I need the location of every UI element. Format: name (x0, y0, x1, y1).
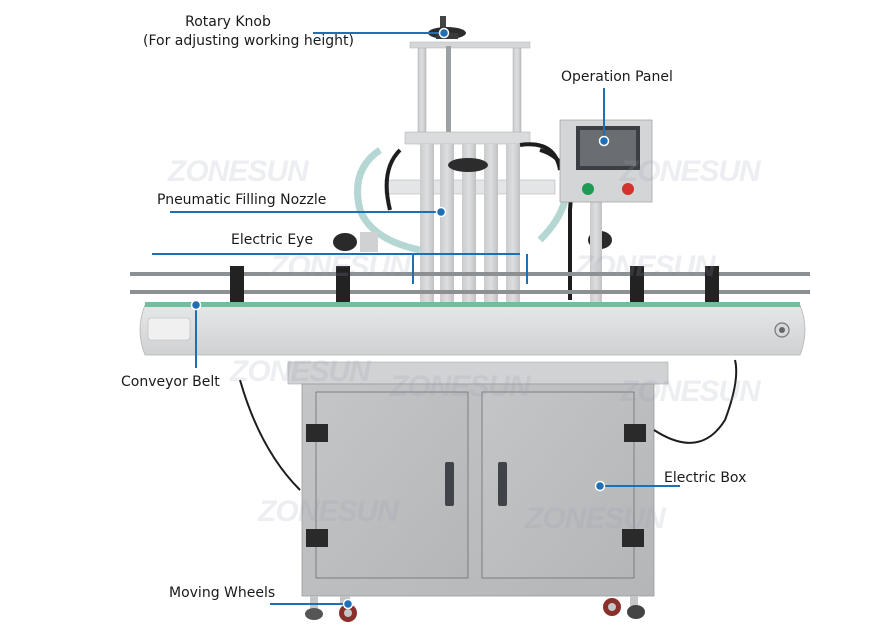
conveyor-illustration (139, 302, 806, 356)
electric-eye-label: Electric Eye (231, 232, 314, 248)
watermark: ZONESUN (620, 155, 761, 188)
pneumatic-filling-nozzle-label: Pneumatic Filling Nozzle (157, 192, 327, 208)
operation-panel-label: Operation Panel (561, 69, 673, 85)
rotary-knob-subtitle: (For adjusting working height) (143, 33, 354, 49)
watermark: ZONESUN (230, 355, 371, 388)
callout-dots (190, 27, 610, 610)
conveyor-belt-label: Conveyor Belt (121, 374, 220, 390)
watermark: ZONESUN (168, 155, 309, 188)
watermark: ZONESUN (390, 370, 531, 403)
operation-panel-illustration (559, 119, 653, 310)
watermark: ZONESUN (575, 250, 716, 283)
electric-box-label: Electric Box (664, 470, 747, 486)
watermark: ZONESUN (525, 502, 666, 535)
rotary-knob-label: Rotary Knob (140, 14, 316, 31)
moving-wheels-label: Moving Wheels (169, 585, 276, 601)
watermark: ZONESUN (620, 375, 761, 408)
callout-lines (152, 32, 680, 605)
gantry (409, 16, 531, 145)
watermark: ZONESUN (258, 495, 399, 528)
wheels (305, 596, 645, 622)
watermark: ZONESUN (270, 250, 411, 283)
rotary-knob-title: Rotary Knob (185, 14, 271, 30)
